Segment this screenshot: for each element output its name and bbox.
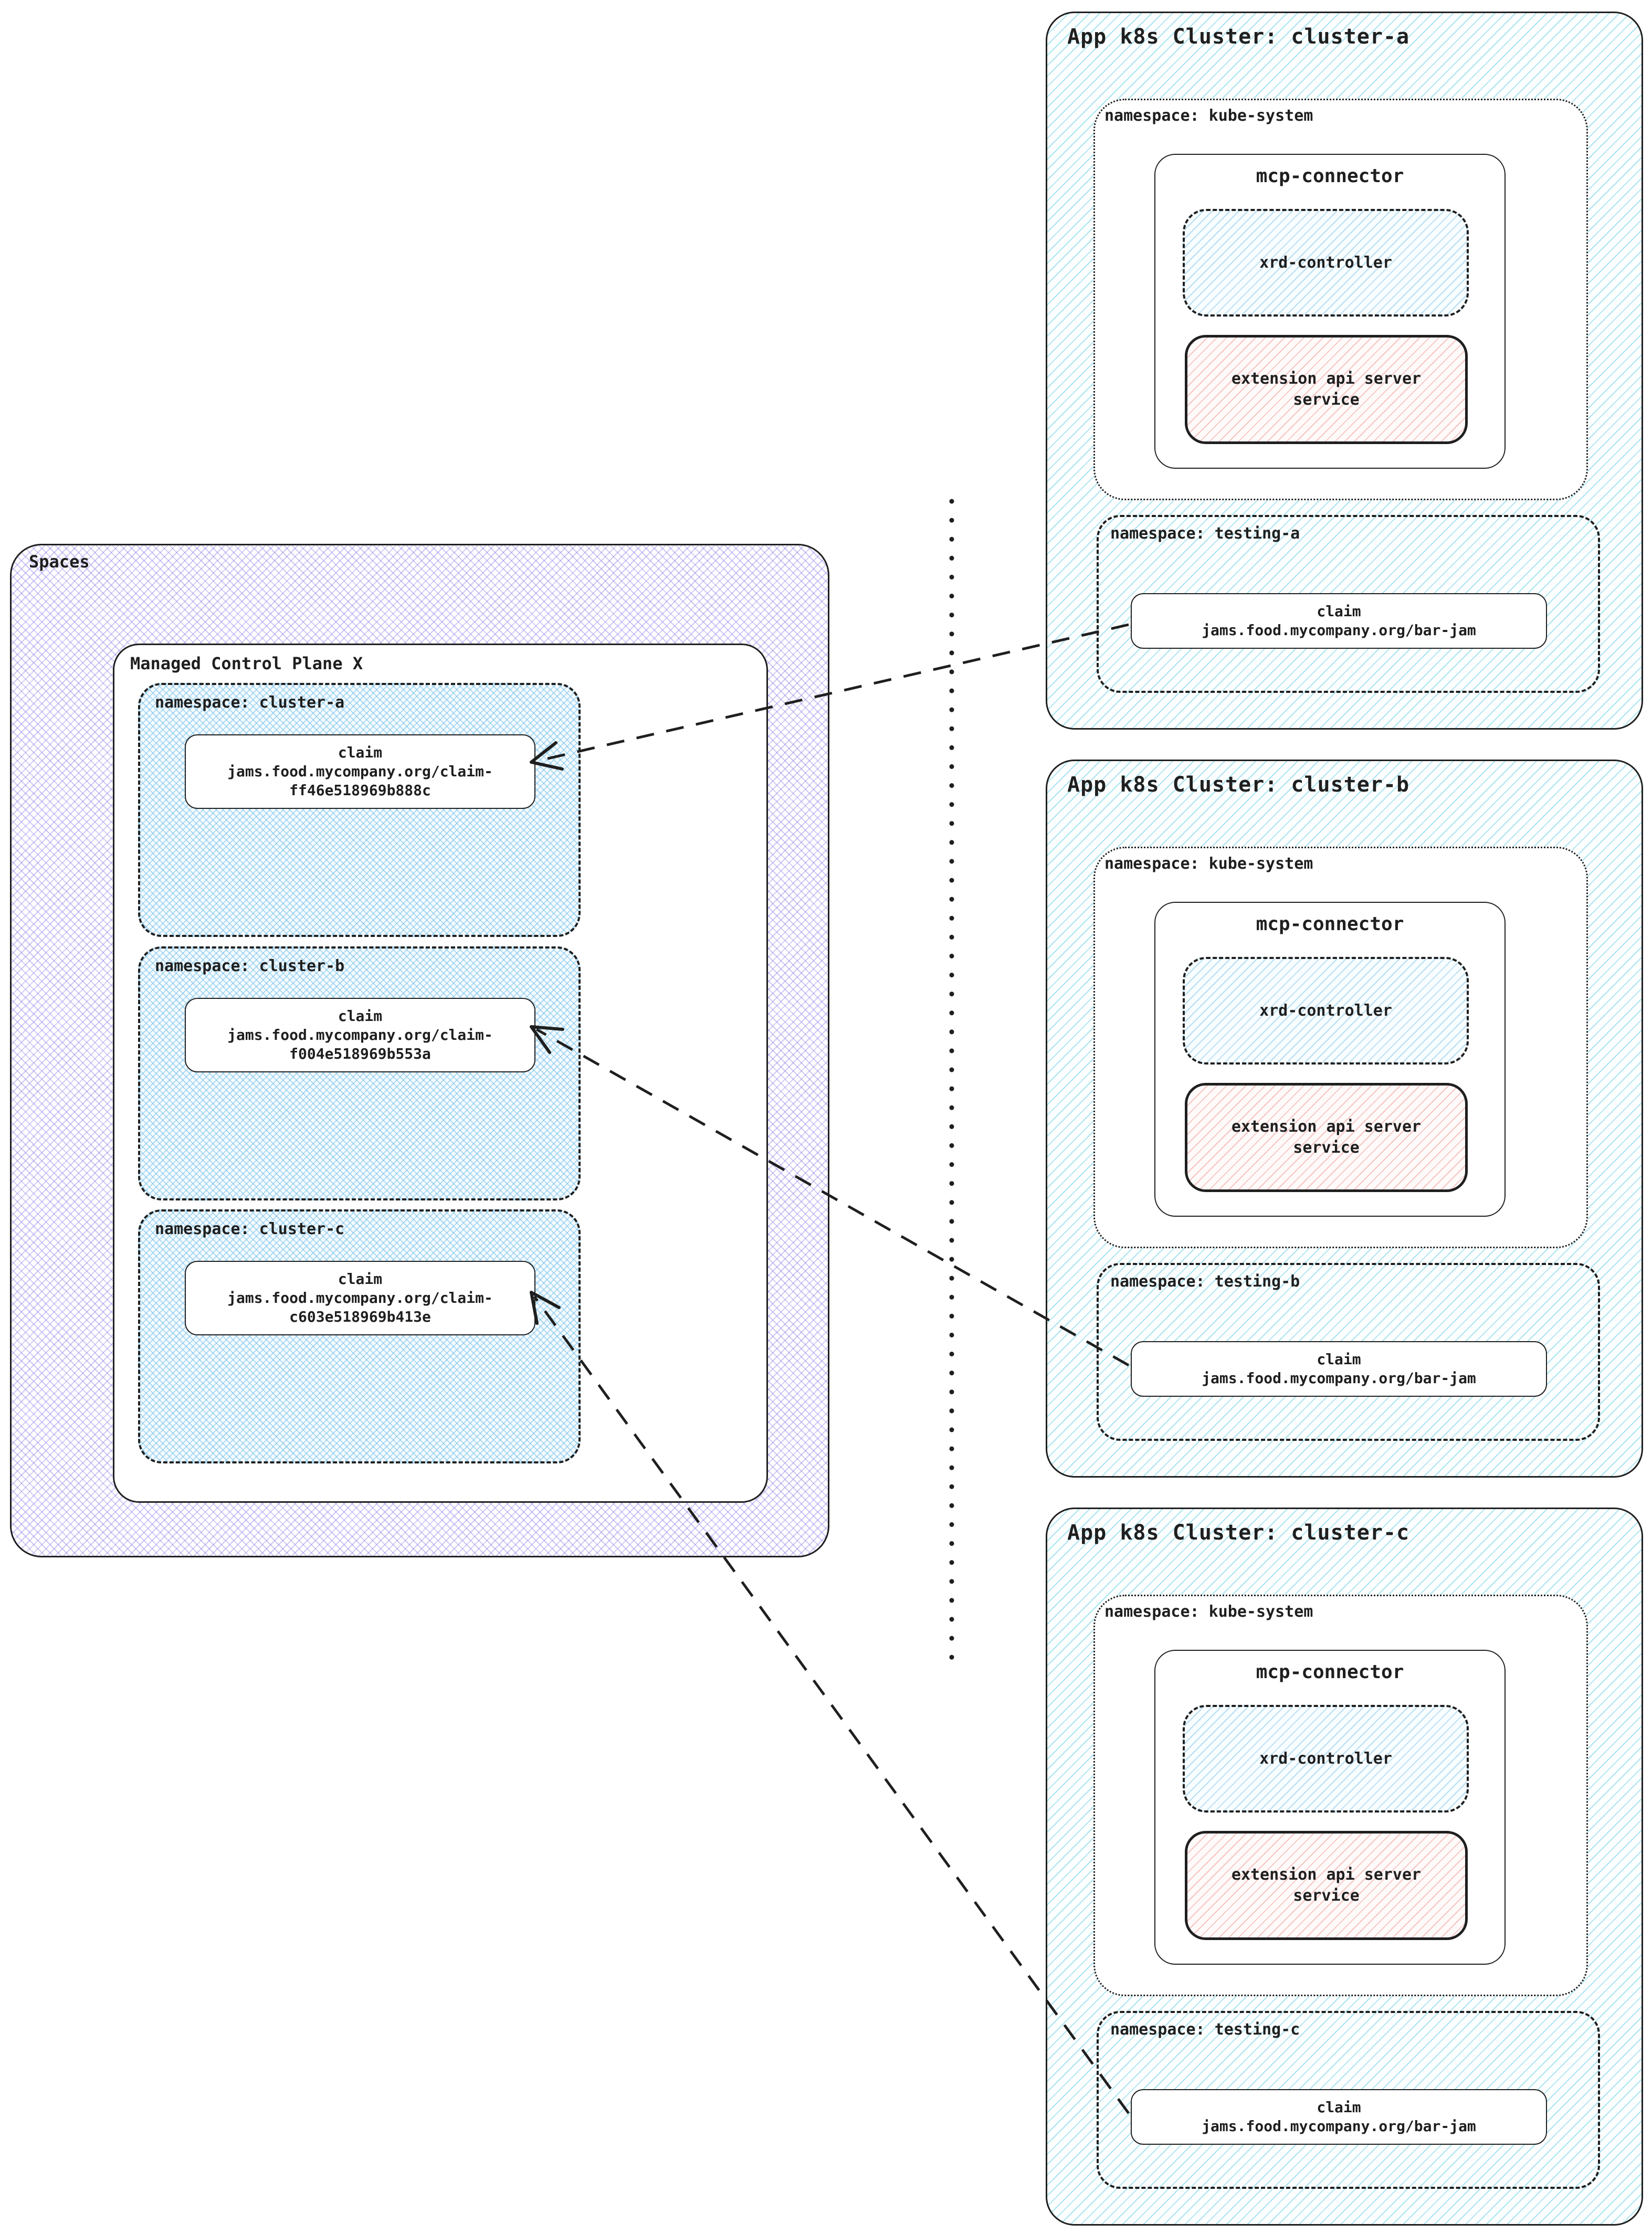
xrd-controller-box: xrd-controller [1183, 209, 1469, 317]
claim-path-line1: jams.food.mycompany.org/claim- [227, 1026, 493, 1044]
extension-api-server-box: extension api server service [1185, 1831, 1468, 1940]
extension-api-line1: extension api server [1231, 1866, 1422, 1884]
testing-b-label: namespace: testing-b [1110, 1272, 1300, 1291]
claim-title: claim [1317, 2099, 1361, 2116]
app-cluster-a-box: App k8s Cluster: cluster-a namespace: ku… [1046, 12, 1643, 730]
claim-title: claim [1317, 603, 1361, 620]
testing-b-box: namespace: testing-b claim jams.food.myc… [1097, 1263, 1600, 1441]
namespace-cluster-c-label: namespace: cluster-c [155, 1220, 345, 1238]
claim-path-line2: ff46e518969b888c [289, 782, 431, 799]
claim-path-line2: c603e518969b413e [289, 1308, 431, 1325]
namespace-cluster-b-box: namespace: cluster-b claim jams.food.myc… [138, 946, 581, 1200]
app-cluster-c-box: App k8s Cluster: cluster-c namespace: ku… [1046, 1508, 1643, 2226]
extension-api-server-box: extension api server service [1185, 1083, 1468, 1192]
xrd-controller-box: xrd-controller [1183, 1705, 1469, 1813]
claim-path-line2: f004e518969b553a [289, 1045, 431, 1062]
claim-title: claim [1317, 1351, 1361, 1368]
testing-c-box: namespace: testing-c claim jams.food.myc… [1097, 2011, 1600, 2189]
xrd-controller-label: xrd-controller [1259, 254, 1392, 272]
testing-a-label: namespace: testing-a [1110, 524, 1300, 543]
mcp-connector-label: mcp-connector [1256, 1661, 1404, 1683]
extension-api-line2: service [1293, 1887, 1360, 1905]
testing-c-label: namespace: testing-c [1110, 2020, 1300, 2039]
claim-bar-jam-a: claim jams.food.mycompany.org/bar-jam [1131, 593, 1547, 649]
claim-bar-jam-b: claim jams.food.mycompany.org/bar-jam [1131, 1341, 1547, 1397]
claim-title: claim [338, 1270, 383, 1288]
mcp-connector-box: mcp-connector xrd-controller extension a… [1154, 1650, 1506, 1965]
app-cluster-b-title: App k8s Cluster: cluster-b [1067, 773, 1410, 797]
kube-system-box: namespace: kube-system mcp-connector xrd… [1093, 99, 1588, 500]
claim-path: jams.food.mycompany.org/bar-jam [1202, 621, 1476, 639]
kube-system-label: namespace: kube-system [1104, 1603, 1313, 1621]
extension-api-line2: service [1293, 1139, 1360, 1157]
claim-cluster-c: claim jams.food.mycompany.org/claim- c60… [185, 1261, 535, 1335]
claim-path-line1: jams.food.mycompany.org/claim- [227, 1289, 493, 1306]
claim-title: claim [338, 1007, 383, 1025]
extension-api-line1: extension api server [1231, 370, 1422, 388]
namespace-cluster-c-box: namespace: cluster-c claim jams.food.myc… [138, 1209, 581, 1463]
kube-system-label: namespace: kube-system [1104, 107, 1313, 125]
claim-cluster-b: claim jams.food.mycompany.org/claim- f00… [185, 998, 535, 1072]
app-cluster-c-title: App k8s Cluster: cluster-c [1067, 1521, 1410, 1545]
namespace-cluster-a-label: namespace: cluster-a [155, 693, 345, 712]
claim-path: jams.food.mycompany.org/bar-jam [1202, 2117, 1476, 2135]
xrd-controller-box: xrd-controller [1183, 957, 1469, 1065]
mcp-connector-box: mcp-connector xrd-controller extension a… [1154, 902, 1506, 1217]
mcp-connector-box: mcp-connector xrd-controller extension a… [1154, 154, 1506, 469]
claim-path: jams.food.mycompany.org/bar-jam [1202, 1369, 1476, 1387]
claim-title: claim [338, 744, 383, 761]
managed-control-plane-label: Managed Control Plane X [130, 654, 363, 673]
app-cluster-a-title: App k8s Cluster: cluster-a [1067, 25, 1410, 49]
claim-bar-jam-c: claim jams.food.mycompany.org/bar-jam [1131, 2089, 1547, 2145]
app-cluster-b-box: App k8s Cluster: cluster-b namespace: ku… [1046, 760, 1643, 1478]
xrd-controller-label: xrd-controller [1259, 1750, 1392, 1768]
claim-path-line1: jams.food.mycompany.org/claim- [227, 763, 493, 780]
mcp-connector-label: mcp-connector [1256, 165, 1404, 187]
kube-system-label: namespace: kube-system [1104, 855, 1313, 873]
namespace-cluster-b-label: namespace: cluster-b [155, 957, 345, 975]
claim-cluster-a: claim jams.food.mycompany.org/claim- ff4… [185, 734, 535, 809]
xrd-controller-label: xrd-controller [1259, 1002, 1392, 1020]
spaces-label: Spaces [29, 552, 90, 572]
extension-api-line2: service [1293, 391, 1360, 409]
kube-system-box: namespace: kube-system mcp-connector xrd… [1093, 1595, 1588, 1996]
mcp-connector-label: mcp-connector [1256, 913, 1404, 935]
extension-api-server-box: extension api server service [1185, 335, 1468, 444]
kube-system-box: namespace: kube-system mcp-connector xrd… [1093, 847, 1588, 1248]
managed-control-plane-box: Managed Control Plane X namespace: clust… [113, 644, 768, 1503]
namespace-cluster-a-box: namespace: cluster-a claim jams.food.myc… [138, 683, 581, 937]
spaces-box: Spaces Managed Control Plane X namespace… [10, 544, 829, 1557]
testing-a-box: namespace: testing-a claim jams.food.myc… [1097, 515, 1600, 693]
extension-api-line1: extension api server [1231, 1118, 1422, 1136]
